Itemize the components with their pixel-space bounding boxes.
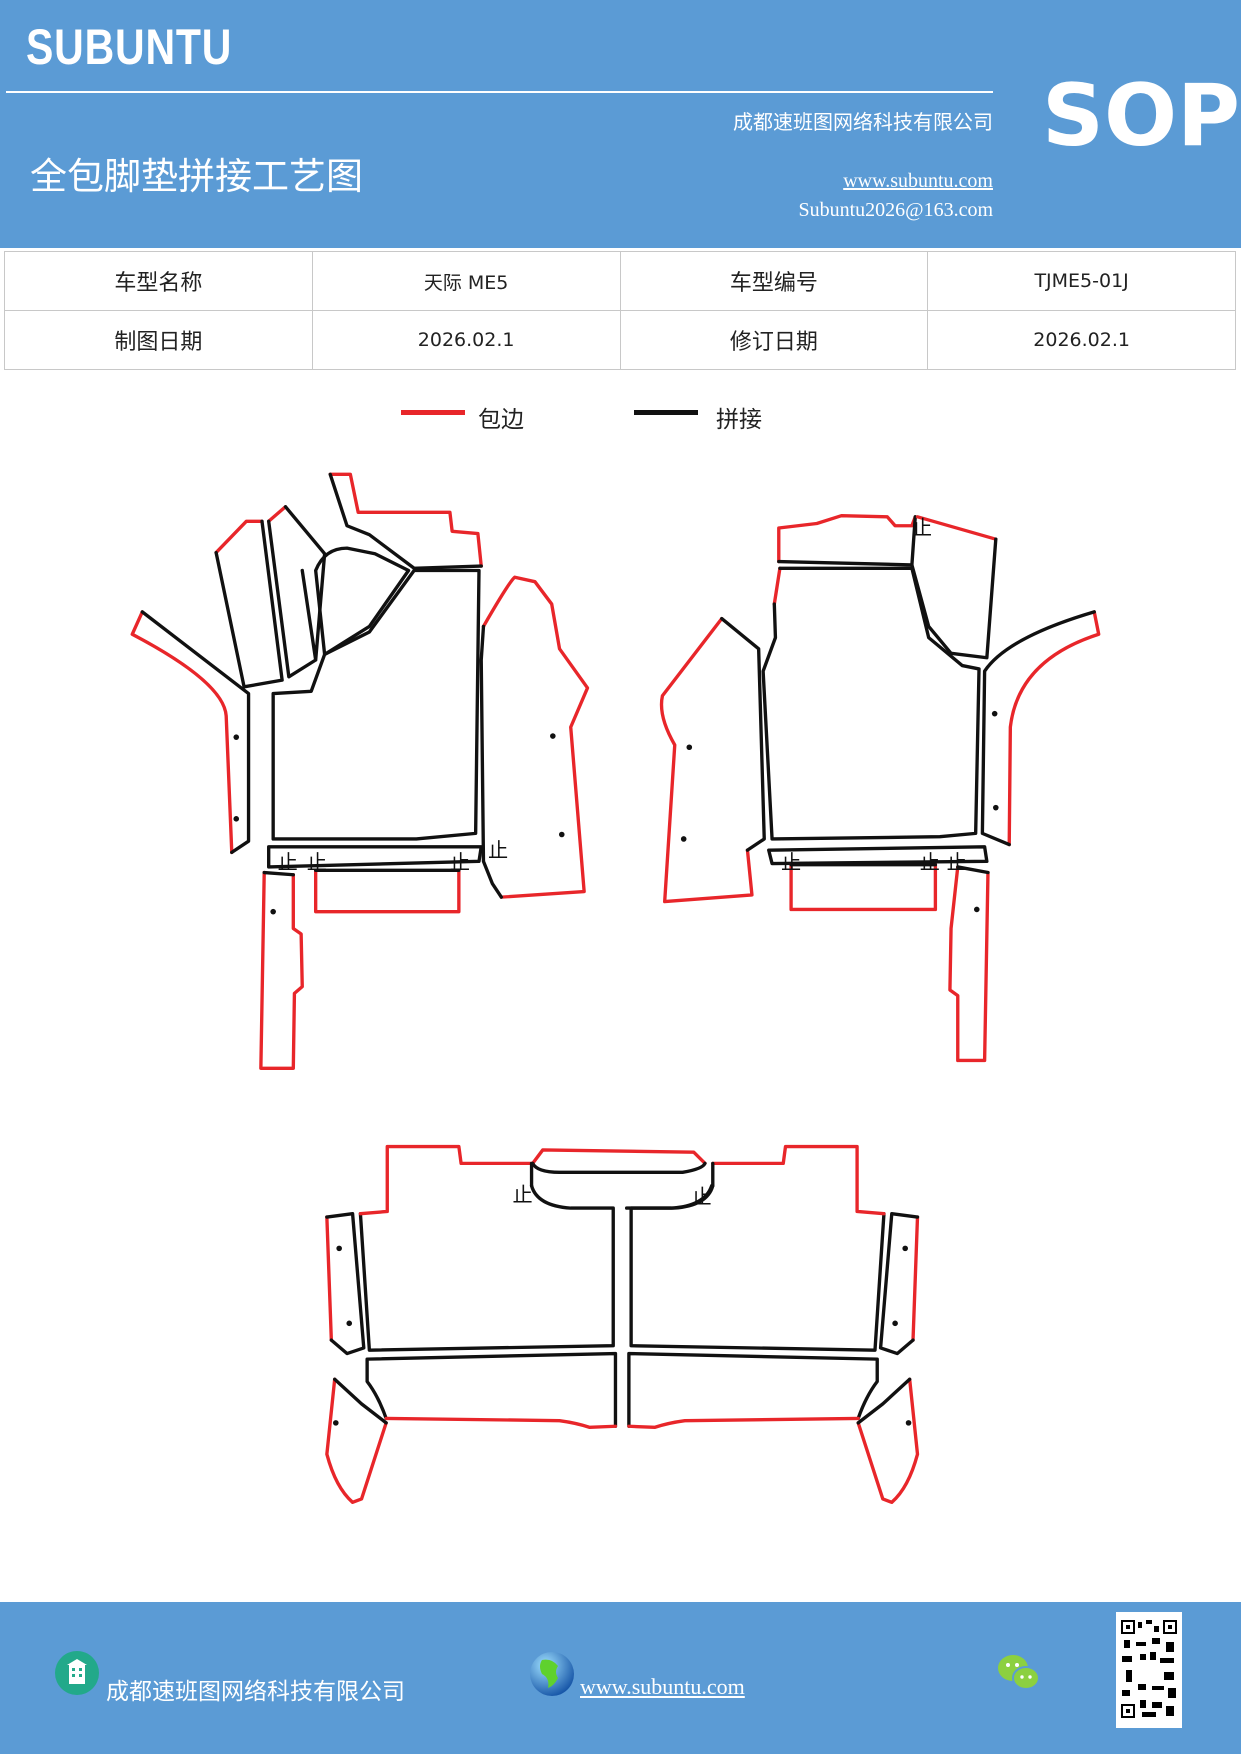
mat-piece [956, 865, 990, 875]
mat-piece [271, 568, 481, 841]
rear-mat-group [325, 1144, 920, 1504]
mat-piece [259, 870, 304, 1070]
label-model-code: 车型编号 [619, 251, 929, 311]
mat-piece [267, 845, 483, 869]
stop-mark: 止 [781, 850, 801, 874]
legend-label-seam: 拼接 [716, 407, 762, 433]
table-row: 车型名称 天际 ME5 车型编号 TJME5-01J [4, 251, 1236, 311]
mat-piece [767, 845, 989, 866]
info-table: 车型名称 天际 ME5 车型编号 TJME5-01J 制图日期 2026.02.… [4, 251, 1236, 370]
hole-dot [680, 836, 687, 842]
mat-piece [777, 514, 917, 564]
mat-piece [479, 624, 504, 899]
stop-mark: 止 [920, 850, 940, 874]
mat-piece [980, 610, 1096, 847]
legend-swatch-seam [634, 410, 698, 415]
value-revision-date: 2026.02.1 [927, 310, 1236, 370]
table-row: 制图日期 2026.02.1 修订日期 2026.02.1 [4, 310, 1236, 370]
mat-piece [531, 1161, 707, 1174]
mat-piece [531, 1148, 707, 1166]
value-draw-date: 2026.02.1 [311, 310, 621, 370]
stop-mark: 止 [278, 850, 298, 874]
qr-code[interactable] [1116, 1612, 1182, 1728]
hole-dot [233, 816, 240, 822]
front-right-mat-group [659, 514, 1101, 1063]
globe-icon [530, 1652, 574, 1696]
hole-dot [991, 710, 998, 717]
stop-marks: 止 止 止 止 止 止 止 止 止 止 [278, 516, 967, 1209]
legend-swatch-binding [401, 410, 465, 415]
mat-piece [915, 515, 998, 541]
hole-dot [270, 908, 276, 915]
mat-piece [328, 472, 483, 568]
front-left-mat-group [130, 472, 590, 1070]
mat-piece [910, 537, 998, 660]
header-divider [6, 91, 993, 93]
mat-piece [948, 865, 990, 1063]
hole-dot [558, 831, 565, 838]
stop-mark: 止 [450, 850, 470, 874]
mat-piece [267, 505, 288, 523]
mat-piece [772, 566, 782, 606]
value-model-code: TJME5-01J [927, 251, 1236, 311]
mat-piece [140, 610, 251, 855]
hole-dot [973, 906, 980, 913]
stop-mark: 止 [692, 1185, 712, 1209]
header-email: Subuntu2026@163.com [798, 199, 993, 221]
label-revision-date: 修订日期 [619, 310, 929, 370]
stop-mark: 止 [912, 516, 932, 540]
mat-piece [214, 519, 284, 689]
doc-type: SOP [1042, 66, 1241, 166]
rear-left-mats [325, 1144, 618, 1504]
label-model-name: 车型名称 [4, 251, 313, 311]
footer-company: 成都速班图网络科技有限公司 [106, 1679, 405, 1705]
header-company: 成都速班图网络科技有限公司 [733, 110, 993, 134]
stop-mark: 止 [513, 1182, 533, 1206]
label-draw-date: 制图日期 [4, 310, 313, 370]
header-website-link[interactable]: www.subuntu.com [843, 170, 993, 192]
mat-piece [328, 472, 483, 570]
footer-website-link[interactable]: www.subuntu.com [580, 1674, 745, 1699]
mat-piece [130, 610, 234, 855]
hole-dot [233, 734, 240, 740]
value-model-name: 天际 ME5 [311, 251, 621, 311]
brand-logo: SUBUNTU [26, 19, 233, 75]
rear-right-mats [627, 1144, 920, 1504]
mat-piece [761, 566, 981, 841]
page-title: 全包脚垫拼接工艺图 [30, 155, 363, 198]
mat-piece [789, 863, 938, 912]
header: SUBUNTU 成都速班图网络科技有限公司 SOP 全包脚垫拼接工艺图 www.… [0, 0, 1241, 248]
wechat-icon [998, 1655, 1040, 1690]
mat-piece [313, 546, 411, 657]
legend-label-binding: 包边 [478, 407, 524, 433]
mat-piece [1007, 610, 1101, 847]
stop-mark: 止 [307, 850, 327, 874]
hole-dot [993, 804, 999, 811]
mat-piece [214, 519, 264, 555]
footer: 成都速班图网络科技有限公司 www.subuntu.com [0, 1602, 1241, 1754]
mat-piece [481, 575, 590, 899]
mat-piece [720, 616, 766, 852]
hole-dot [550, 733, 556, 739]
qr-code-pattern [1121, 1620, 1177, 1718]
mat-piece [313, 868, 461, 914]
mat-piece [659, 616, 754, 904]
hole-dot [686, 744, 693, 751]
building-icon [55, 1651, 99, 1695]
stop-mark: 止 [488, 838, 508, 862]
mat-piece [267, 505, 327, 679]
mat-piece [262, 870, 295, 877]
legend: 包边 拼接 [0, 400, 1241, 440]
stop-mark: 止 [947, 850, 967, 874]
